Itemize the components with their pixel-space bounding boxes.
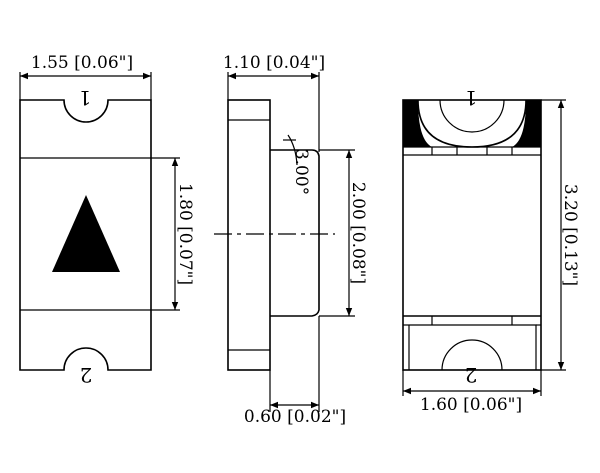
substrate-body [227,99,271,371]
side-view: 1.10 [0.04"] 3.00° 2.00 [0.08"] 0.60 [0.… [214,53,368,427]
bottom-view: 1 2 3.20 [0.13"] 1.60 [0.06"] [402,86,580,415]
bottom-length-label: 3.20 [0.13"] [560,184,580,286]
top-pin-2-label: 2 [80,363,93,387]
side-angle-label: 3.00° [291,149,311,195]
side-height-label: 1.10 [0.04"] [223,53,325,73]
bottom-notch-arc [441,339,503,371]
bottom-pin-2-label: 2 [465,363,478,387]
top-view-body-outline [19,99,152,371]
polarity-triangle-icon [52,195,120,272]
lens-body-outline [270,149,320,317]
bottom-pin-1-label: 1 [465,86,478,110]
top-width-label: 1.55 [0.06"] [31,53,133,73]
side-standoff-label: 0.60 [0.02"] [244,407,346,427]
bottom-view-body-outline [402,99,542,371]
angle-arc [287,134,298,166]
side-lens-length-label: 2.00 [0.08"] [348,182,368,284]
top-body-length-label: 1.80 [0.07"] [175,183,195,285]
top-left-terminal-pad [403,100,432,147]
top-pin-1-label: 1 [79,86,92,110]
top-notch-arc [439,99,505,133]
top-right-terminal-pad [512,100,541,147]
top-view: 1.55 [0.06"] 1 2 1.80 [0.07"] [19,53,195,387]
bottom-width-label: 1.60 [0.06"] [420,395,522,415]
